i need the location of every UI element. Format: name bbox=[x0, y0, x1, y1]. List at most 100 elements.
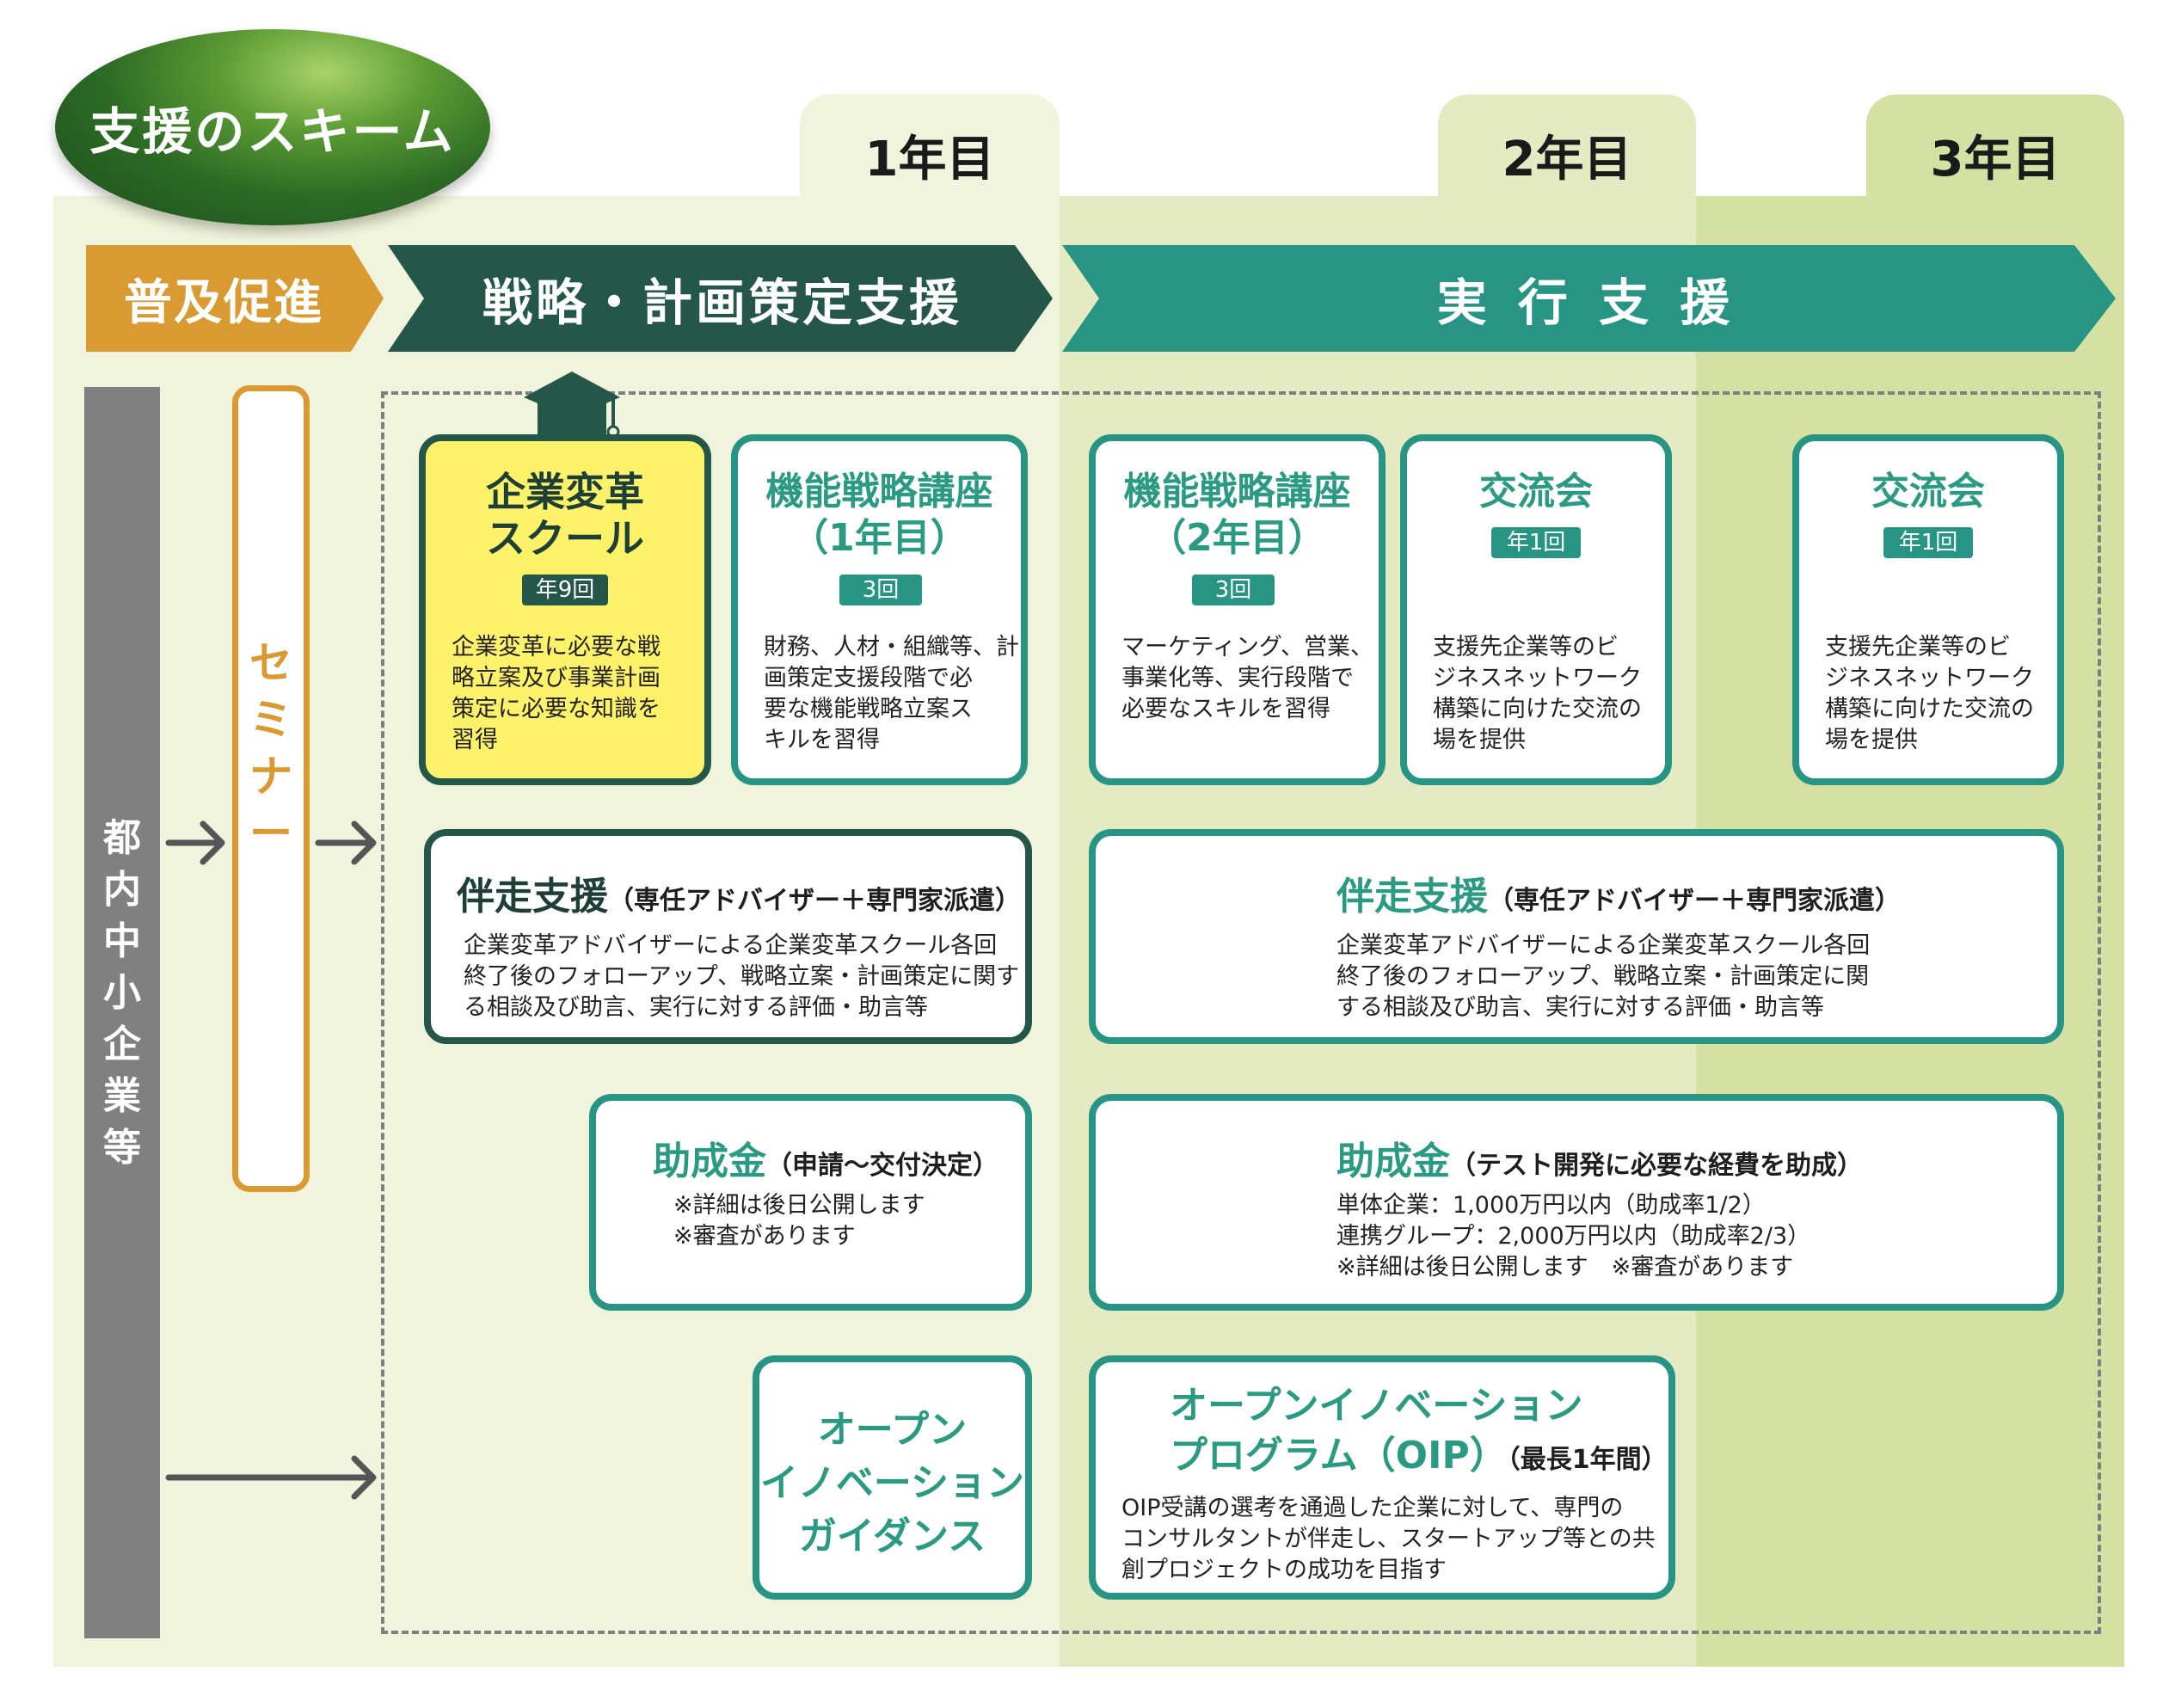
grant2-desc-line: 連携グループ：2,000万円以内（助成率2/3） bbox=[1336, 1223, 1811, 1250]
support1-description: 企業変革アドバイザーによる企業変革スクール各回 終了後のフォローアップ、戦略立案… bbox=[464, 931, 1023, 1023]
support1-desc-line: る相談及び助言、実行に対する評価・助言等 bbox=[464, 994, 928, 1021]
guidance-title: オープン イノベーション ガイダンス bbox=[759, 1404, 1025, 1564]
func1-frequency-badge: 3回 bbox=[839, 574, 922, 605]
banner-strategy-text: 戦略・計画策定支援 bbox=[482, 273, 962, 332]
func1-desc-line: 要な機能戦略立案ス bbox=[764, 696, 973, 722]
oip-title-line2: プログラム（OIP） bbox=[1170, 1434, 1508, 1478]
year3-tab: 3年目 bbox=[1866, 95, 2124, 215]
grant2-subtitle: （テスト開発に必要な経費を助成） bbox=[1450, 1151, 1863, 1181]
func2-frequency-badge: 3回 bbox=[1192, 574, 1275, 605]
func2-desc-line: マーケティング、営業、 bbox=[1121, 634, 1373, 660]
target-label: 都内中小企業等 bbox=[103, 816, 141, 1170]
oip-desc-line: コンサルタントが伴走し、スタートアップ等との共 bbox=[1121, 1526, 1656, 1552]
func2-desc-line: 事業化等、実行段階で bbox=[1121, 665, 1354, 691]
card-open-innovation-program[interactable]: オープンイノベーション プログラム（OIP）（最長1年間） OIP受講の選考を通… bbox=[1089, 1355, 1675, 1600]
seminar-box[interactable] bbox=[232, 385, 310, 1192]
oip-subtitle: （最長1年間） bbox=[1507, 1445, 1668, 1475]
card-open-innovation-guidance[interactable]: オープン イノベーション ガイダンス bbox=[753, 1355, 1032, 1600]
support1-desc-line: 企業変革アドバイザーによる企業変革スクール各回 bbox=[464, 932, 998, 959]
school-frequency-badge: 年9回 bbox=[522, 574, 608, 605]
scheme-title: 支援のスキーム bbox=[55, 29, 490, 225]
support2-description: 企業変革アドバイザーによる企業変革スクール各回 終了後のフォローアップ、戦略立案… bbox=[1336, 931, 1956, 1023]
banner-arrows bbox=[86, 245, 2116, 352]
school-title-line2: スクール bbox=[486, 515, 644, 562]
card-networking-year2[interactable]: 交流会 年1回 支援先企業等のビ ジネスネットワーク 構築に向けた交流の 場を提… bbox=[1400, 434, 1672, 785]
grant1-heading: 助成金（申請～交付決定） bbox=[653, 1130, 1031, 1185]
card-transformation-school[interactable]: 企業変革 スクール 年9回 企業変革に必要な戦 略立案及び事業計画 策定に必要な… bbox=[419, 434, 711, 785]
arrow-target-to-guidance bbox=[165, 1455, 377, 1500]
grant2-description: 単体企業：1,000万円以内（助成率1/2） 連携グループ：2,000万円以内（… bbox=[1336, 1190, 1990, 1283]
support2-desc-line: する相談及び助言、実行に対する評価・助言等 bbox=[1336, 994, 1824, 1021]
grant2-title: 助成金 bbox=[1336, 1140, 1450, 1183]
promotion-arrow-shape bbox=[86, 245, 384, 352]
func1-desc-line: キルを習得 bbox=[764, 727, 880, 753]
arrow-seminar-to-program bbox=[315, 820, 377, 865]
year3-label: 3年目 bbox=[1930, 131, 2061, 187]
scheme-title-text: 支援のスキーム bbox=[89, 102, 456, 161]
year2-tab: 2年目 bbox=[1438, 95, 1696, 215]
school-desc-line: 習得 bbox=[452, 727, 498, 753]
exchange2-desc-line: 支援先企業等のビ bbox=[1433, 634, 1619, 660]
exchange3-desc-line: 構築に向けた交流の bbox=[1825, 696, 2034, 722]
banner-promotion: 普及促進 bbox=[86, 245, 361, 352]
guidance-title-line: ガイダンス bbox=[798, 1514, 986, 1558]
support2-heading: 伴走支援（専任アドバイザー＋専門家派遣） bbox=[1336, 865, 2025, 920]
oip-description: OIP受講の選考を通過した企業に対して、専門の コンサルタントが伴走し、スタート… bbox=[1121, 1493, 1672, 1586]
banner-execution-text: 実 行 支 援 bbox=[1436, 273, 1737, 332]
card-grant-year1[interactable]: 助成金（申請～交付決定） ※詳細は後日公開します ※審査があります bbox=[589, 1094, 1032, 1311]
func2-title-line1: 機能戦略講座 bbox=[1123, 470, 1351, 513]
program-frame bbox=[381, 391, 2101, 1634]
exchange3-desc-line: ジネスネットワーク bbox=[1825, 665, 2034, 691]
arrow-target-to-seminar bbox=[165, 820, 225, 865]
target-bar bbox=[84, 387, 160, 1638]
support2-title: 伴走支援 bbox=[1336, 875, 1488, 919]
banner-execution: 実 行 支 援 bbox=[1101, 245, 2073, 352]
card-networking-year3[interactable]: 交流会 年1回 支援先企業等のビ ジネスネットワーク 構築に向けた交流の 場を提… bbox=[1792, 434, 2064, 785]
func1-desc-line: 画策定支援段階で必 bbox=[764, 665, 973, 691]
func2-desc-line: 必要なスキルを習得 bbox=[1121, 696, 1330, 722]
card-accompany-support-year1[interactable]: 伴走支援（専任アドバイザー＋専門家派遣） 企業変革アドバイザーによる企業変革スク… bbox=[424, 829, 1032, 1044]
grant2-heading: 助成金（テスト開発に必要な経費を助成） bbox=[1336, 1130, 2025, 1185]
flow-arrows bbox=[165, 820, 377, 1500]
oip-title-line1: オープンイノベーション bbox=[1170, 1384, 1583, 1428]
func1-description: 財務、人材・組織等、計 画策定支援段階で必 要な機能戦略立案ス キルを習得 bbox=[764, 632, 1022, 756]
support2-subtitle: （専任アドバイザー＋専門家派遣） bbox=[1488, 886, 1901, 916]
exchange2-title: 交流会 bbox=[1479, 470, 1593, 513]
oip-heading-line2: プログラム（OIP）（最長1年間） bbox=[1170, 1433, 1668, 1479]
execution-arrow-shape bbox=[1062, 245, 2116, 352]
exchange2-desc-line: ジネスネットワーク bbox=[1433, 665, 1642, 691]
oip-desc-line: 創プロジェクトの成功を目指す bbox=[1121, 1557, 1447, 1583]
school-title-line1: 企業変革 bbox=[486, 469, 644, 515]
func1-title-line2: （1年目） bbox=[790, 516, 968, 560]
year1-tab: 1年目 bbox=[800, 95, 1060, 215]
card-functional-strategy-year2[interactable]: 機能戦略講座 （2年目） 3回 マーケティング、営業、 事業化等、実行段階で 必… bbox=[1089, 434, 1386, 785]
exchange3-description: 支援先企業等のビ ジネスネットワーク 構築に向けた交流の 場を提供 bbox=[1825, 632, 2066, 756]
support1-heading: 伴走支援（専任アドバイザー＋専門家派遣） bbox=[457, 865, 1024, 920]
guidance-title-line: オープン bbox=[817, 1408, 968, 1452]
exchange3-desc-line: 支援先企業等のビ bbox=[1825, 634, 2011, 660]
grant1-subtitle: （申請～交付決定） bbox=[766, 1151, 998, 1181]
exchange2-frequency-badge: 年1回 bbox=[1491, 527, 1581, 558]
func1-title-line1: 機能戦略講座 bbox=[765, 470, 993, 513]
support1-desc-line: 終了後のフォローアップ、戦略立案・計画策定に関す bbox=[464, 963, 1020, 990]
support2-desc-line: 終了後のフォローアップ、戦略立案・計画策定に関 bbox=[1336, 963, 1870, 990]
card-functional-strategy-year1[interactable]: 機能戦略講座 （1年目） 3回 財務、人材・組織等、計 画策定支援段階で必 要な… bbox=[731, 434, 1028, 785]
grant2-desc-line: 単体企業：1,000万円以内（助成率1/2） bbox=[1336, 1192, 1766, 1219]
seminar-label: セミナー bbox=[249, 638, 292, 858]
strategy-arrow-shape bbox=[388, 245, 1053, 352]
exchange3-frequency-badge: 年1回 bbox=[1883, 527, 1973, 558]
support2-desc-line: 企業変革アドバイザーによる企業変革スクール各回 bbox=[1336, 932, 1871, 959]
grant1-description: ※詳細は後日公開します ※審査があります bbox=[673, 1190, 1017, 1252]
card-accompany-support-year2-3[interactable]: 伴走支援（専任アドバイザー＋専門家派遣） 企業変革アドバイザーによる企業変革スク… bbox=[1089, 829, 2064, 1044]
banner-promotion-text: 普及促進 bbox=[124, 274, 323, 331]
grant1-desc-line: ※詳細は後日公開します bbox=[673, 1192, 925, 1219]
exchange3-title: 交流会 bbox=[1871, 470, 1985, 513]
school-desc-line: 略立案及び事業計画 bbox=[452, 665, 661, 691]
exchange2-desc-line: 場を提供 bbox=[1433, 727, 1526, 753]
year1-label: 1年目 bbox=[864, 131, 995, 187]
guidance-title-line: イノベーション bbox=[759, 1461, 1025, 1505]
card-grant-year2-3[interactable]: 助成金（テスト開発に必要な経費を助成） 単体企業：1,000万円以内（助成率1/… bbox=[1089, 1094, 2064, 1311]
grant1-desc-line: ※審査があります bbox=[673, 1223, 856, 1250]
exchange2-description: 支援先企業等のビ ジネスネットワーク 構築に向けた交流の 場を提供 bbox=[1433, 632, 1674, 756]
func2-description: マーケティング、営業、 事業化等、実行段階で 必要なスキルを習得 bbox=[1121, 632, 1379, 725]
